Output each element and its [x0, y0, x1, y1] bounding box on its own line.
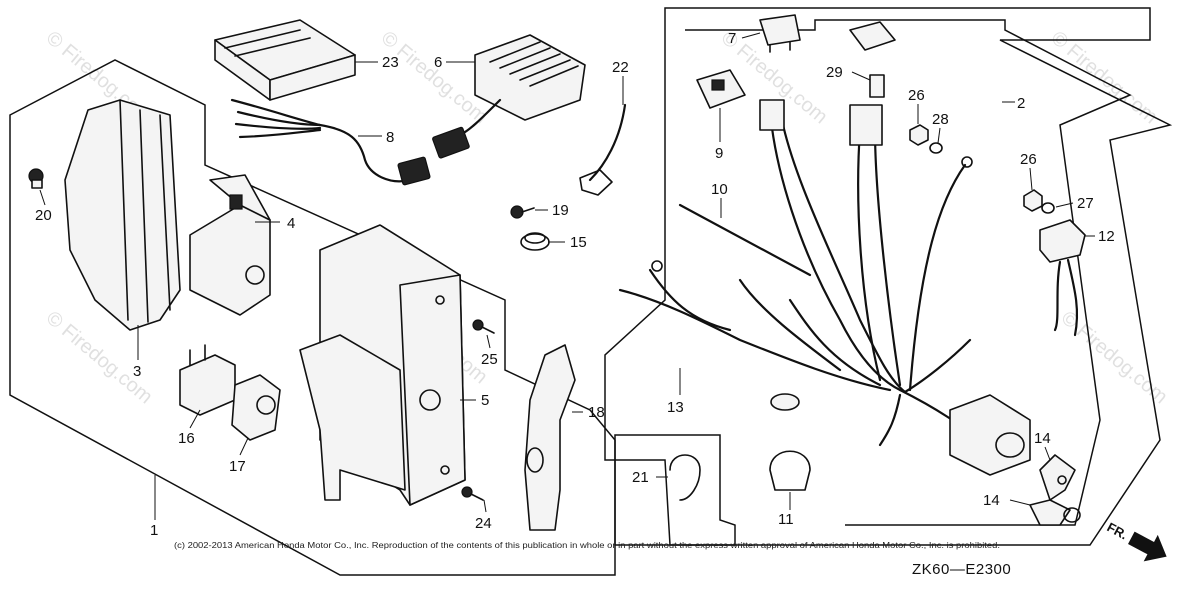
part-23-filter-element — [214, 19, 356, 101]
callout-25: 25 — [481, 351, 498, 368]
callout-12: 12 — [1098, 228, 1115, 245]
front-label: FR. — [1105, 519, 1131, 542]
leader-lines — [39, 32, 1095, 520]
part-15-clip — [520, 232, 550, 251]
harness-terminal — [651, 260, 663, 272]
callout-26a: 26 — [908, 87, 925, 104]
callout-22: 22 — [612, 59, 629, 76]
callout-10: 10 — [711, 181, 728, 198]
part-13-main-harness — [618, 108, 982, 447]
callout-28: 28 — [932, 111, 949, 128]
callout-23: 23 — [382, 54, 399, 71]
part-9-holder — [696, 69, 746, 109]
callout-14a: 14 — [1034, 430, 1051, 447]
group-outline-21 — [614, 434, 736, 546]
harness-terminal — [961, 156, 973, 168]
callout-15: 15 — [570, 234, 587, 251]
harness-connector — [849, 104, 883, 146]
part-3-cover — [64, 99, 181, 331]
callout-27: 27 — [1077, 195, 1094, 212]
part-24-screw — [461, 486, 484, 501]
part-6-regulator — [432, 34, 586, 159]
callout-6: 6 — [434, 54, 442, 71]
callout-17: 17 — [229, 458, 246, 475]
part-7-relay — [759, 14, 801, 53]
part-25-screw — [472, 319, 495, 334]
part-16-switch — [179, 344, 236, 416]
callout-14b: 14 — [983, 492, 1000, 509]
part-20-bolt — [28, 168, 44, 189]
callout-9: 9 — [715, 145, 723, 162]
diagram-code: ZK60—E2300 — [912, 561, 1011, 578]
callout-8: 8 — [386, 129, 394, 146]
part-14-key — [1029, 499, 1081, 526]
callout-11: 11 — [778, 511, 794, 528]
callout-13: 13 — [667, 399, 684, 416]
copyright-notice: (c) 2002-2013 American Honda Motor Co., … — [174, 541, 1000, 550]
part-22-band — [579, 103, 627, 196]
part-11-clamp — [769, 450, 811, 491]
callout-3: 3 — [133, 363, 141, 380]
watermark: © Firedog.com — [1047, 27, 1162, 128]
part-5-control-box — [299, 224, 466, 506]
callouts: 1 2 3 4 5 6 7 8 9 10 11 12 13 14 14 15 1… — [35, 30, 1115, 539]
callout-21: 21 — [632, 469, 649, 486]
part-27-washer — [1041, 202, 1055, 214]
grommet — [770, 393, 800, 411]
callout-29: 29 — [826, 64, 843, 81]
part-4-bracket — [189, 174, 271, 316]
callout-1: 1 — [150, 522, 158, 539]
part-29-fuse — [849, 21, 896, 98]
callout-2: 2 — [1017, 95, 1025, 112]
part-17-breaker — [231, 374, 281, 441]
part-10-rod — [678, 203, 812, 277]
callout-7: 7 — [728, 30, 736, 47]
callout-19: 19 — [552, 202, 569, 219]
callout-24: 24 — [475, 515, 492, 532]
callout-18: 18 — [588, 404, 605, 421]
part-28-washer — [929, 142, 943, 154]
callout-26b: 26 — [1020, 151, 1037, 168]
inner-outline-2 — [685, 19, 1132, 526]
callout-20: 20 — [35, 207, 52, 224]
part-14-key — [1039, 454, 1076, 501]
watermark: © Firedog.com — [1057, 307, 1172, 408]
part-19-bolt — [510, 205, 535, 219]
part-18-plate — [524, 344, 576, 531]
harness-connector — [759, 99, 785, 131]
front-direction-indicator: FR. — [1105, 519, 1167, 562]
callout-4: 4 — [287, 215, 295, 232]
part-12-module — [1039, 219, 1086, 337]
part-8-sub-harness — [230, 98, 431, 186]
group-outline-2 — [604, 7, 1173, 546]
callout-16: 16 — [178, 430, 195, 447]
front-arrow-icon — [1128, 531, 1167, 562]
part-26-nut — [909, 124, 929, 146]
watermarks: © Firedog.com © Firedog.com © Firedog.co… — [42, 27, 1172, 408]
part-21-clamp — [669, 454, 701, 501]
callout-5: 5 — [481, 392, 489, 409]
ignition-switch — [949, 394, 1031, 476]
part-26b-nut — [1023, 189, 1043, 212]
